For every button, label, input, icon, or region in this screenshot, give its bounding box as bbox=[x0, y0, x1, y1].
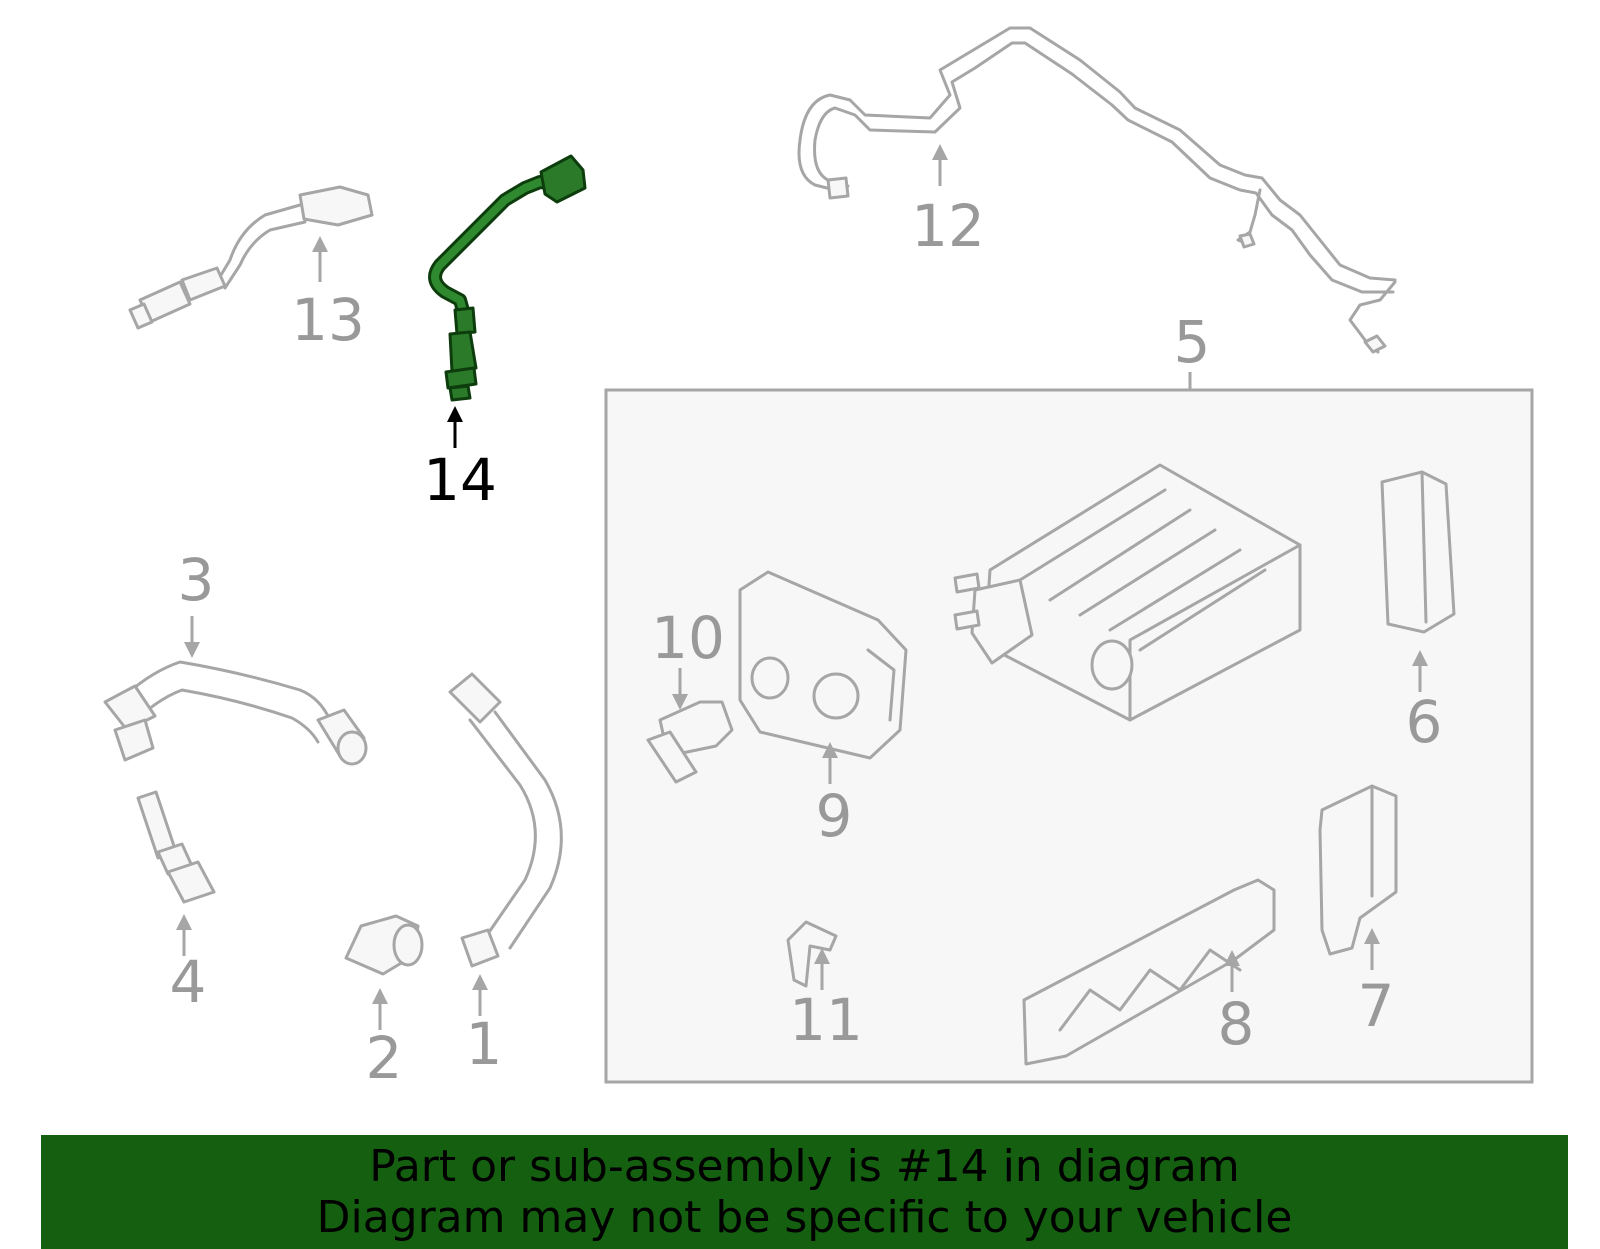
part-6-bracket[interactable]: 6 bbox=[1380, 470, 1456, 756]
part-8-bracket[interactable]: 8 bbox=[1022, 878, 1276, 1066]
callout-1: 1 bbox=[466, 1010, 503, 1078]
callout-14: 14 bbox=[423, 446, 497, 514]
callout-13: 13 bbox=[291, 286, 365, 354]
callout-4: 4 bbox=[170, 948, 207, 1016]
part-12-vapor-line[interactable]: 12 bbox=[797, 26, 1397, 354]
part-14-oxygen-sensor-highlighted[interactable]: 14 bbox=[423, 154, 587, 514]
callout-6: 6 bbox=[1406, 688, 1443, 756]
callout-9: 9 bbox=[816, 782, 853, 850]
callout-8: 8 bbox=[1218, 990, 1255, 1058]
part-4-connector[interactable]: 4 bbox=[136, 790, 216, 1016]
canister[interactable] bbox=[953, 463, 1302, 722]
banner-line-1: Part or sub-assembly is #14 in diagram bbox=[369, 1141, 1240, 1192]
part-13-oxygen-sensor[interactable]: 13 bbox=[128, 185, 374, 354]
info-banner: Part or sub-assembly is #14 in diagram D… bbox=[41, 1135, 1568, 1249]
callout-12: 12 bbox=[911, 192, 985, 260]
callout-11: 11 bbox=[789, 986, 863, 1054]
callout-3: 3 bbox=[178, 546, 215, 614]
part-3-hose[interactable]: 3 bbox=[103, 546, 368, 766]
banner-line-2: Diagram may not be specific to your vehi… bbox=[316, 1192, 1293, 1243]
part-10-sensor[interactable]: 10 bbox=[646, 604, 734, 784]
callout-10: 10 bbox=[651, 604, 725, 672]
part-1-hose[interactable]: 1 bbox=[448, 672, 563, 1078]
callout-7: 7 bbox=[1358, 972, 1395, 1040]
callout-5: 5 bbox=[1174, 308, 1211, 376]
part-11-elbow[interactable]: 11 bbox=[786, 920, 863, 1054]
callout-2: 2 bbox=[366, 1024, 403, 1092]
part-9-valve[interactable]: 9 bbox=[738, 570, 908, 850]
part-2-elbow-fitting[interactable]: 2 bbox=[344, 914, 424, 1092]
part-5-canister-assembly-box[interactable]: 5 bbox=[604, 308, 1534, 1084]
part-7-bracket[interactable]: 7 bbox=[1318, 784, 1398, 1040]
